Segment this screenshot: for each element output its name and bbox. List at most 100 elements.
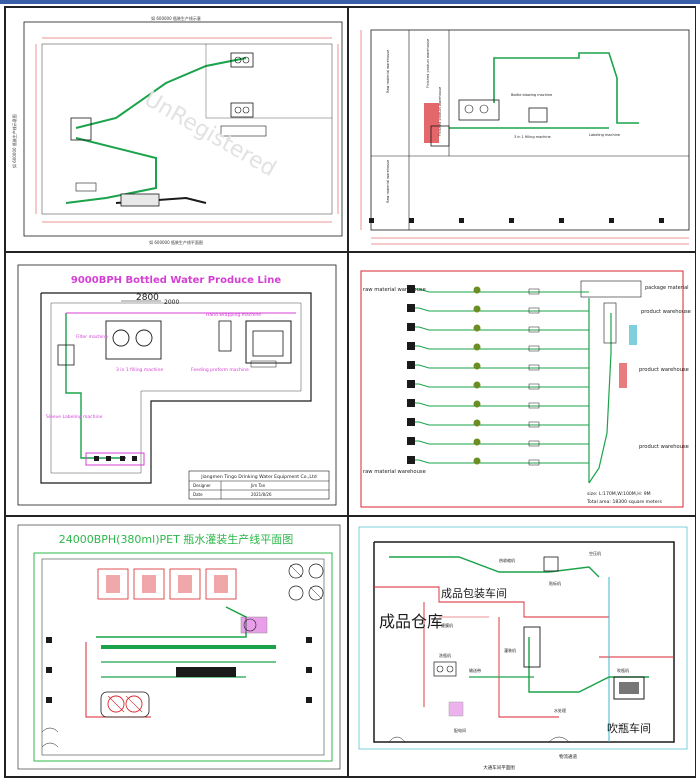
blower-label: 吹瓶机	[617, 667, 629, 673]
area-note: Total area: 18300 square meters	[586, 499, 662, 505]
filling-machine-block	[473, 381, 481, 389]
titleblock-designer-label: Designer	[193, 483, 211, 488]
finished-warehouse-label-2: Finished product warehouse	[438, 87, 442, 136]
filler-label: 灌装机	[504, 647, 516, 653]
blowing-machine-block	[407, 285, 415, 293]
window-accent-bar	[0, 0, 700, 4]
finished-warehouse-label: Finished product warehouse	[426, 39, 430, 88]
panel-1-left-note: 如 600000 瓶装生产线示意图	[11, 114, 17, 168]
power-room-label: 配电间	[454, 727, 466, 733]
package-material-label: package material	[645, 285, 689, 291]
blowing-workshop-label: 吹瓶车间	[607, 721, 651, 735]
panel-2-drawing: Raw material warehouse Finished product …	[360, 29, 690, 245]
labeling-machine-block	[528, 345, 540, 352]
filter-machine-label: Filter machine	[76, 334, 108, 340]
product-warehouse-3: product warehouse	[639, 444, 689, 450]
blowing-machine-block	[407, 418, 415, 426]
blowing-machine-block	[407, 380, 415, 388]
filling-machine-block	[473, 438, 481, 446]
labeling-machine-block	[528, 288, 540, 295]
panel-6-workshop-plan: 成品仓库 成品包装车间 吹瓶车间 大通车间平面图 物流通道 热收缩机 贴标机 灌…	[348, 516, 696, 777]
dimension-2800: 2800	[136, 293, 159, 303]
panel-1-bottom-note: 如 600000 瓶装生产线平面图	[149, 239, 203, 245]
labeler-label: 贴标机	[549, 580, 561, 586]
labeling-machine-block	[528, 459, 540, 466]
labeling-machine-label: Labeling machine	[589, 133, 620, 137]
sleeve-labeling-label: Sleeve Labeling machine	[46, 414, 103, 420]
labeling-machine-block	[528, 440, 540, 447]
watermark-text: UnRegistered	[140, 87, 280, 182]
filling-machine-block	[473, 286, 481, 294]
filling-machine-block	[473, 457, 481, 465]
filling-machine-block	[473, 343, 481, 351]
production-line-conveyor	[407, 402, 589, 407]
capper-machine-label: Hand wrapping machine	[206, 312, 261, 318]
blowing-machine-block	[407, 304, 415, 312]
blowing-machine-block	[407, 399, 415, 407]
panel-5-title: 24000BPH(380ml)PET 瓶水灌装生产线平面图	[59, 532, 294, 546]
production-line-conveyor	[407, 288, 589, 293]
feeding-preform-label: Feeding preform machine	[191, 367, 249, 373]
panel-6-bottom-note: 大通车间平面图	[483, 764, 515, 771]
logistics-entrance-label: 物流通道	[559, 753, 577, 760]
blowing-machine-label: Bottle blowing machine	[511, 93, 552, 97]
labeling-machine-block	[528, 326, 540, 333]
labeling-machine-block	[528, 364, 540, 371]
panel-3-drawing: 9000BPH Bottled Water Produce Line 2800 …	[17, 264, 337, 506]
panel-4-drawing: raw material warehouse raw material ware…	[360, 270, 691, 508]
panel-3-9000bph-layout: 9000BPH Bottled Water Produce Line 2800 …	[5, 252, 348, 516]
packing-workshop-label: 成品包装车间	[441, 586, 507, 600]
raw-material-bottom-label: raw material warehouse	[363, 469, 426, 475]
blowing-machine-block	[407, 323, 415, 331]
blowing-machine-block	[407, 361, 415, 369]
production-line-conveyor	[407, 440, 589, 445]
panel-1-line-layout: UnRegistered 如 600000 瓶装生产线示意 如 600000 瓶…	[5, 7, 348, 252]
blowing-machine-block	[407, 437, 415, 445]
production-line-conveyor	[407, 326, 589, 331]
labeling-machine-block	[528, 421, 540, 428]
water-treatment-label: 水处理	[554, 707, 566, 713]
production-line-conveyor	[407, 364, 589, 369]
panel-5-drawing: 24000BPH(380ml)PET 瓶水灌装生产线平面图	[17, 524, 341, 770]
blowing-machine-block	[407, 342, 415, 350]
titleblock-designer: Jim Tan	[250, 483, 266, 488]
production-line-conveyor	[407, 421, 589, 426]
raw-warehouse-label: Raw material warehouse	[386, 50, 390, 93]
labeling-machine-block	[528, 307, 540, 314]
raw-warehouse-label-2: Raw material warehouse	[386, 160, 390, 203]
panel-4-multi-line-layout: raw material warehouse raw material ware…	[348, 252, 696, 516]
filling-machine-block	[473, 400, 481, 408]
labeling-machine-block	[528, 383, 540, 390]
titleblock-date: 2021/8/26	[251, 492, 272, 497]
conveyor-label: 输送带	[469, 667, 481, 673]
panel-2-workshop-layout: Raw material warehouse Finished product …	[348, 7, 696, 252]
product-warehouse-1: product warehouse	[641, 309, 691, 315]
bottle-washer-label: 洗瓶机	[439, 652, 451, 658]
production-line-conveyor	[407, 345, 589, 350]
filling-machine-block	[473, 362, 481, 370]
production-line-conveyor	[407, 459, 589, 464]
panel-5-24000bph-layout: 24000BPH(380ml)PET 瓶水灌装生产线平面图	[5, 516, 348, 777]
film-wrapper-label: 缠膜机	[441, 622, 453, 628]
filling-machine-block	[473, 419, 481, 427]
titleblock-date-label: Date	[193, 492, 203, 497]
size-note: size: L:170M,W:100M,H: 9M	[587, 491, 651, 497]
product-warehouse-2: product warehouse	[639, 367, 689, 373]
titleblock-company: Jiangmen Tingo Drinking Water Equipment …	[200, 474, 316, 480]
air-compressor-label: 空压机	[589, 550, 601, 556]
drawing-sheet-grid: UnRegistered 如 600000 瓶装生产线示意 如 600000 瓶…	[4, 6, 696, 778]
panel-1-top-note: 如 600000 瓶装生产线示意	[151, 15, 201, 21]
filling-machine-block	[473, 324, 481, 332]
finished-warehouse-big-label: 成品仓库	[379, 612, 443, 631]
dimension-2000: 2000	[164, 299, 179, 306]
panel-3-title: 9000BPH Bottled Water Produce Line	[71, 275, 281, 286]
blowing-machine-block	[407, 456, 415, 464]
panel-1-drawing: UnRegistered 如 600000 瓶装生产线示意 如 600000 瓶…	[11, 15, 343, 245]
production-line-conveyor	[407, 383, 589, 388]
raw-material-top-label: raw material warehouse	[363, 287, 426, 293]
filling-machine-label: 3 in 1 filling machine	[514, 135, 551, 139]
production-line-conveyor	[407, 307, 589, 312]
filling-machine-label-p3: 3 in 1 filling machine	[116, 367, 163, 373]
labeling-machine-block	[528, 402, 540, 409]
shrink-wrap-label: 热收缩机	[499, 557, 515, 563]
